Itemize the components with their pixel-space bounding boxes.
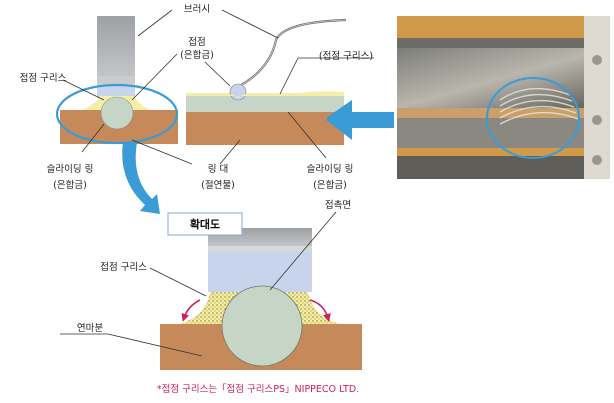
label-brush: 브러시 <box>184 4 210 15</box>
right-slip-ring-assembly <box>186 18 347 145</box>
label-contact: 접점 <box>188 36 205 48</box>
label-ring-base: 링 대 <box>208 163 229 175</box>
brush-stripe <box>97 76 135 84</box>
highlight-ellipse <box>55 83 179 145</box>
brush-tip <box>97 84 135 98</box>
contact-grease-right <box>226 94 250 98</box>
footnote: *접점 구리스는「접점 구리스PS」NIPPECO LTD. <box>157 383 359 395</box>
blue-arrow-left-body <box>326 100 394 140</box>
red-curved-arrow-icon-right <box>309 299 331 322</box>
zoom-title: 확대도 <box>190 217 220 231</box>
photo-highlight-ellipse <box>486 77 580 159</box>
label-slip-ring-left: 슬라이딩 링 <box>47 163 94 175</box>
zoom-contact-ball <box>221 285 303 367</box>
label-contact-grease-right: (접점 구리스) <box>319 50 373 62</box>
brush-body <box>97 16 135 76</box>
label-contact-alloy: (은합금) <box>180 50 214 61</box>
zoom-view <box>160 228 362 370</box>
label-ring-base-insulator: (절연물) <box>201 179 235 191</box>
label-slip-ring-right-alloy: (은합금) <box>313 180 347 191</box>
wire-brush-inner <box>235 19 347 89</box>
contact-layer-right <box>186 96 344 112</box>
label-zoom-grease: 접점 구리스 <box>100 261 147 273</box>
blue-arrow-down-icon <box>122 142 160 214</box>
grease-right <box>186 91 344 96</box>
ring-base-right <box>186 112 344 145</box>
label-slip-ring-left-alloy: (은합금) <box>53 180 87 191</box>
slip-ring-photo <box>397 16 610 179</box>
label-contact-grease-left: 접점 구리스 <box>20 72 67 84</box>
label-abrasion-powder: 연마분 <box>77 323 103 334</box>
zoom-brush-blue <box>208 252 312 292</box>
label-slip-ring-right: 슬라이딩 링 <box>307 163 354 175</box>
left-slip-ring-assembly <box>55 16 179 145</box>
leader-lines <box>60 9 374 357</box>
zoom-brush-stripe <box>208 246 312 252</box>
zoom-title-box <box>167 212 243 236</box>
contact-ball-left <box>100 96 134 130</box>
label-contact-surface: 접촉면 <box>325 199 351 211</box>
red-curved-arrow-icon <box>181 299 201 322</box>
